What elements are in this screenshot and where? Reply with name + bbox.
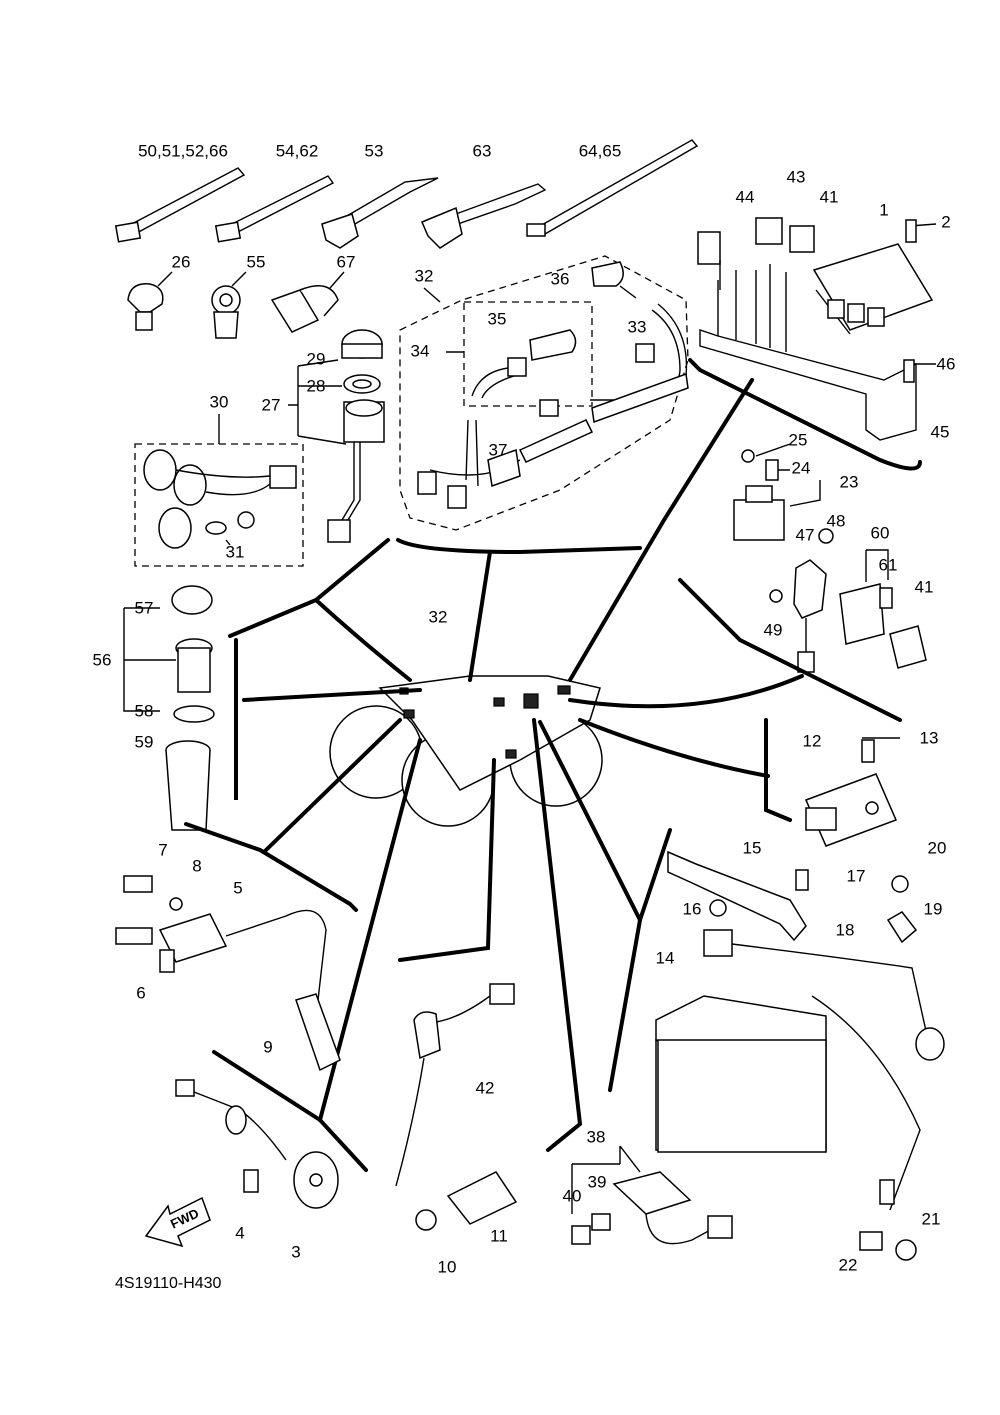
callout-lines bbox=[184, 358, 922, 1172]
pickup-coil-3 bbox=[175, 1079, 339, 1209]
fwd-arrow bbox=[144, 1196, 211, 1248]
dc-socket-56 bbox=[123, 585, 215, 831]
ecu-bracket-1 bbox=[697, 217, 937, 441]
cable-tie-53 bbox=[321, 177, 439, 249]
rectifier-12 bbox=[804, 737, 900, 847]
clamp-26 bbox=[127, 271, 173, 331]
starter-relay-23 bbox=[733, 443, 821, 541]
main-switch-27 bbox=[288, 329, 385, 543]
ignition-coil-5 bbox=[115, 875, 341, 1072]
vehicle-outline bbox=[329, 675, 603, 827]
thermo-sensor-42 bbox=[395, 983, 518, 1231]
relay-group-38 bbox=[571, 1145, 733, 1245]
battery-bracket-15 bbox=[667, 850, 918, 944]
tail-light-30 bbox=[134, 414, 304, 567]
cable-tie-54 bbox=[214, 175, 335, 243]
cable-tie-63 bbox=[421, 183, 547, 249]
cable-tie-50 bbox=[114, 167, 246, 243]
cable-tie-64 bbox=[526, 139, 699, 237]
clamp-67 bbox=[270, 271, 345, 333]
battery-14 bbox=[655, 929, 945, 1261]
wire-harness-32 bbox=[399, 255, 689, 531]
sensor-group-47 bbox=[769, 528, 927, 673]
clamp-55 bbox=[211, 271, 247, 339]
diagram-code: 4S19110-H430 bbox=[115, 1275, 222, 1292]
